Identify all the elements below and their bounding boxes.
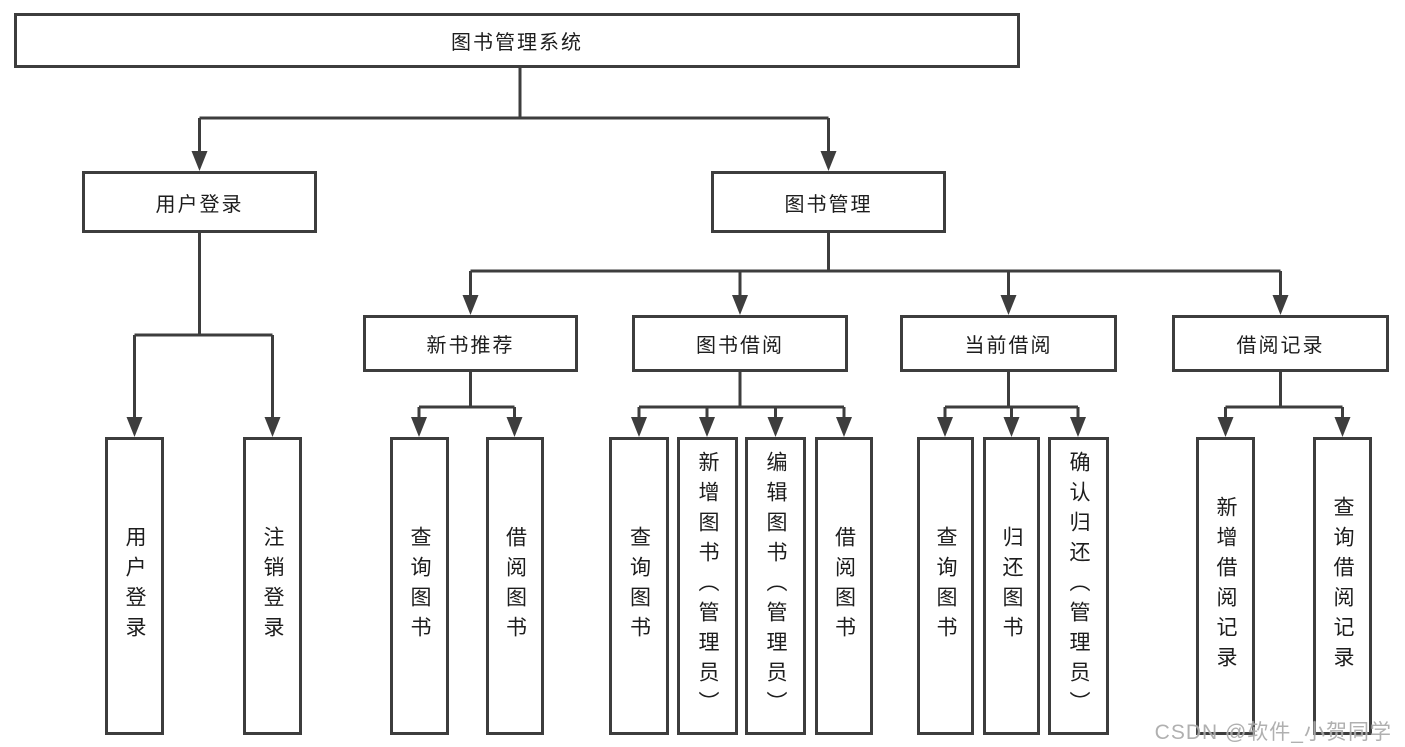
node-current-borrowing: 当前借阅 bbox=[900, 315, 1117, 372]
node-borrowing-records: 借阅记录 bbox=[1172, 315, 1389, 372]
node-book-borrowing-label: 图书借阅 bbox=[696, 335, 784, 357]
leaf-return-books-label: 归还图书 bbox=[1000, 526, 1023, 646]
node-new-book-recommendation-label: 新书推荐 bbox=[426, 335, 515, 357]
node-borrowing-records-label: 借阅记录 bbox=[1236, 335, 1325, 357]
leaf-query-borrow-record-label: 查询借阅记录 bbox=[1331, 496, 1354, 676]
node-current-borrowing-label: 当前借阅 bbox=[964, 335, 1053, 357]
leaf-return-books: 归还图书 bbox=[983, 437, 1040, 735]
leaf-edit-book-admin: 编辑图书（管理员） bbox=[745, 437, 806, 735]
node-user-login-label: 用户登录 bbox=[155, 193, 244, 216]
leaf-query-books-recommend: 查询图书 bbox=[390, 437, 449, 735]
leaf-query-books-borrowing: 查询图书 bbox=[609, 437, 669, 735]
node-root-system: 图书管理系统 bbox=[14, 13, 1020, 68]
node-book-management: 图书管理 bbox=[711, 171, 946, 233]
leaf-borrow-books-borrowing: 借阅图书 bbox=[815, 437, 873, 735]
leaf-query-books-borrowing-label: 查询图书 bbox=[627, 526, 651, 646]
leaf-confirm-return-admin-label: 确认归还（管理员） bbox=[1067, 451, 1090, 721]
node-root-system-label: 图书管理系统 bbox=[451, 32, 583, 54]
node-new-book-recommendation: 新书推荐 bbox=[363, 315, 578, 372]
leaf-borrow-books-recommend-label: 借阅图书 bbox=[503, 526, 527, 646]
leaf-add-book-admin: 新增图书（管理员） bbox=[677, 437, 738, 735]
leaf-borrow-books-borrowing-label: 借阅图书 bbox=[832, 526, 856, 646]
node-book-borrowing: 图书借阅 bbox=[632, 315, 848, 372]
leaf-query-books-recommend-label: 查询图书 bbox=[408, 526, 431, 646]
leaf-logout-label: 注销登录 bbox=[261, 526, 284, 646]
leaf-confirm-return-admin: 确认归还（管理员） bbox=[1048, 437, 1109, 735]
csdn-watermark: CSDN @软件_小贺同学 bbox=[1154, 721, 1392, 744]
leaf-user-login-label: 用户登录 bbox=[123, 526, 146, 646]
node-book-management-label: 图书管理 bbox=[784, 193, 873, 216]
leaf-add-borrow-record: 新增借阅记录 bbox=[1196, 437, 1255, 735]
leaf-edit-book-admin-label: 编辑图书（管理员） bbox=[764, 451, 787, 721]
leaf-add-book-admin-label: 新增图书（管理员） bbox=[696, 451, 719, 721]
node-user-login: 用户登录 bbox=[82, 171, 317, 233]
leaf-user-login: 用户登录 bbox=[105, 437, 164, 735]
leaf-borrow-books-recommend: 借阅图书 bbox=[486, 437, 544, 735]
leaf-logout: 注销登录 bbox=[243, 437, 302, 735]
leaf-query-borrow-record: 查询借阅记录 bbox=[1313, 437, 1372, 735]
leaf-query-books-current: 查询图书 bbox=[917, 437, 974, 735]
leaf-add-borrow-record-label: 新增借阅记录 bbox=[1214, 496, 1237, 676]
leaf-query-books-current-label: 查询图书 bbox=[934, 526, 957, 646]
